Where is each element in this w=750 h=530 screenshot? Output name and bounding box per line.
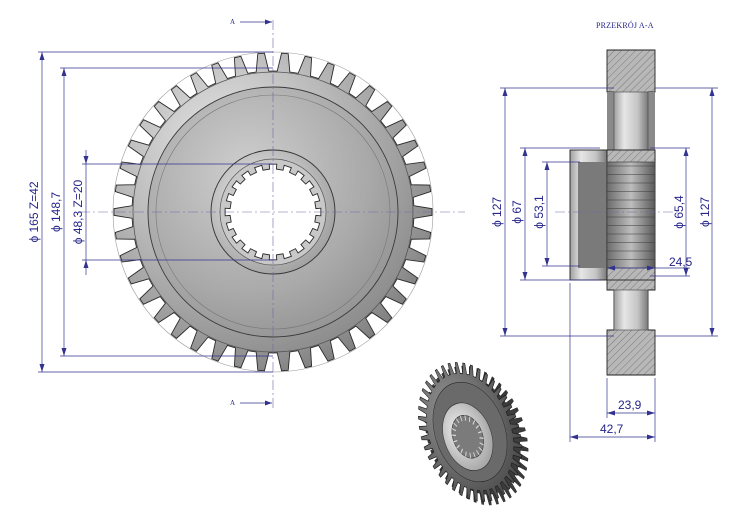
rim-top-face-right (648, 92, 655, 150)
section-view: PRZEKRÓJ A-A ϕ 127 (490, 20, 718, 442)
dim-section-23-9: 23,9 (606, 378, 656, 418)
dim-section-67: ϕ 67 (510, 147, 600, 281)
iso-spline-tooth (452, 434, 457, 437)
svg-text:A: A (230, 399, 235, 407)
dim-spline-diameter: ϕ 48,3 Z=20 (71, 150, 273, 275)
iso-spline-tooth (468, 416, 471, 423)
iso-spline-tooth (479, 442, 484, 446)
iso-spline-tooth (475, 424, 480, 429)
iso-spline-tooth (465, 451, 467, 457)
svg-text:A: A (230, 18, 235, 26)
dim-outer-diameter: ϕ 165 Z=42 (27, 51, 273, 373)
section-title: PRZEKRÓJ A-A (596, 20, 654, 30)
dim-section-53: ϕ 53,1 (532, 161, 580, 267)
section-marker-top: A (230, 18, 272, 26)
svg-text:ϕ 67: ϕ 67 (510, 200, 524, 224)
iso-splines (451, 415, 484, 459)
iso-spline-tooth (453, 439, 458, 443)
dim-section-42-7: 42,7 (569, 283, 656, 442)
dim-section-24-5: 24,5 (607, 255, 693, 271)
iso-spline-tooth (456, 444, 460, 449)
svg-text:ϕ 53,1: ϕ 53,1 (532, 195, 546, 229)
spline-grooves (606, 161, 656, 269)
iso-spline-tooth (479, 437, 484, 439)
svg-text:24,5: 24,5 (669, 255, 693, 269)
svg-text:23,9: 23,9 (618, 398, 642, 412)
svg-text:ϕ 148,7: ϕ 148,7 (49, 192, 63, 232)
svg-text:42,7: 42,7 (600, 422, 624, 436)
svg-text:ϕ 127: ϕ 127 (490, 197, 504, 227)
front-view: A A ϕ 165 Z=42 ϕ 148,7 (27, 18, 465, 410)
svg-text:ϕ 65,4: ϕ 65,4 (672, 195, 686, 229)
iso-spline-tooth (455, 418, 460, 424)
iso-spline-tooth (453, 422, 458, 427)
dim-section-left-127: ϕ 127 (490, 87, 614, 337)
spline-lines (607, 165, 655, 260)
section-marker-bottom: A (230, 399, 272, 407)
iso-spline-tooth (460, 448, 464, 454)
iso-spline-tooth (472, 420, 476, 425)
dim-pitch-diameter: ϕ 148,7 (49, 67, 273, 357)
hub-collar-bore (578, 162, 607, 268)
svg-text:ϕ 127: ϕ 127 (698, 197, 712, 227)
rim-top-web (613, 91, 649, 151)
svg-text:ϕ 165 Z=42: ϕ 165 Z=42 (27, 181, 41, 242)
svg-text:ϕ 48,3 Z=20: ϕ 48,3 Z=20 (71, 179, 85, 244)
iso-spline-tooth (473, 452, 476, 458)
dim-section-65: ϕ 65,4 (650, 147, 690, 277)
iso-spline-tooth (451, 428, 457, 432)
iso-spline-tooth (476, 450, 480, 456)
iso-spline-tooth (459, 415, 463, 422)
dim-section-right-127: ϕ 127 (655, 87, 718, 337)
iso-spline-tooth (478, 446, 483, 452)
iso-spline-tooth (464, 415, 467, 421)
iso-spline-tooth (478, 431, 482, 434)
rim-bottom-web (613, 289, 649, 331)
rim-top-face (607, 92, 614, 150)
isometric-view (418, 362, 529, 506)
iso-spline-tooth (469, 452, 472, 459)
